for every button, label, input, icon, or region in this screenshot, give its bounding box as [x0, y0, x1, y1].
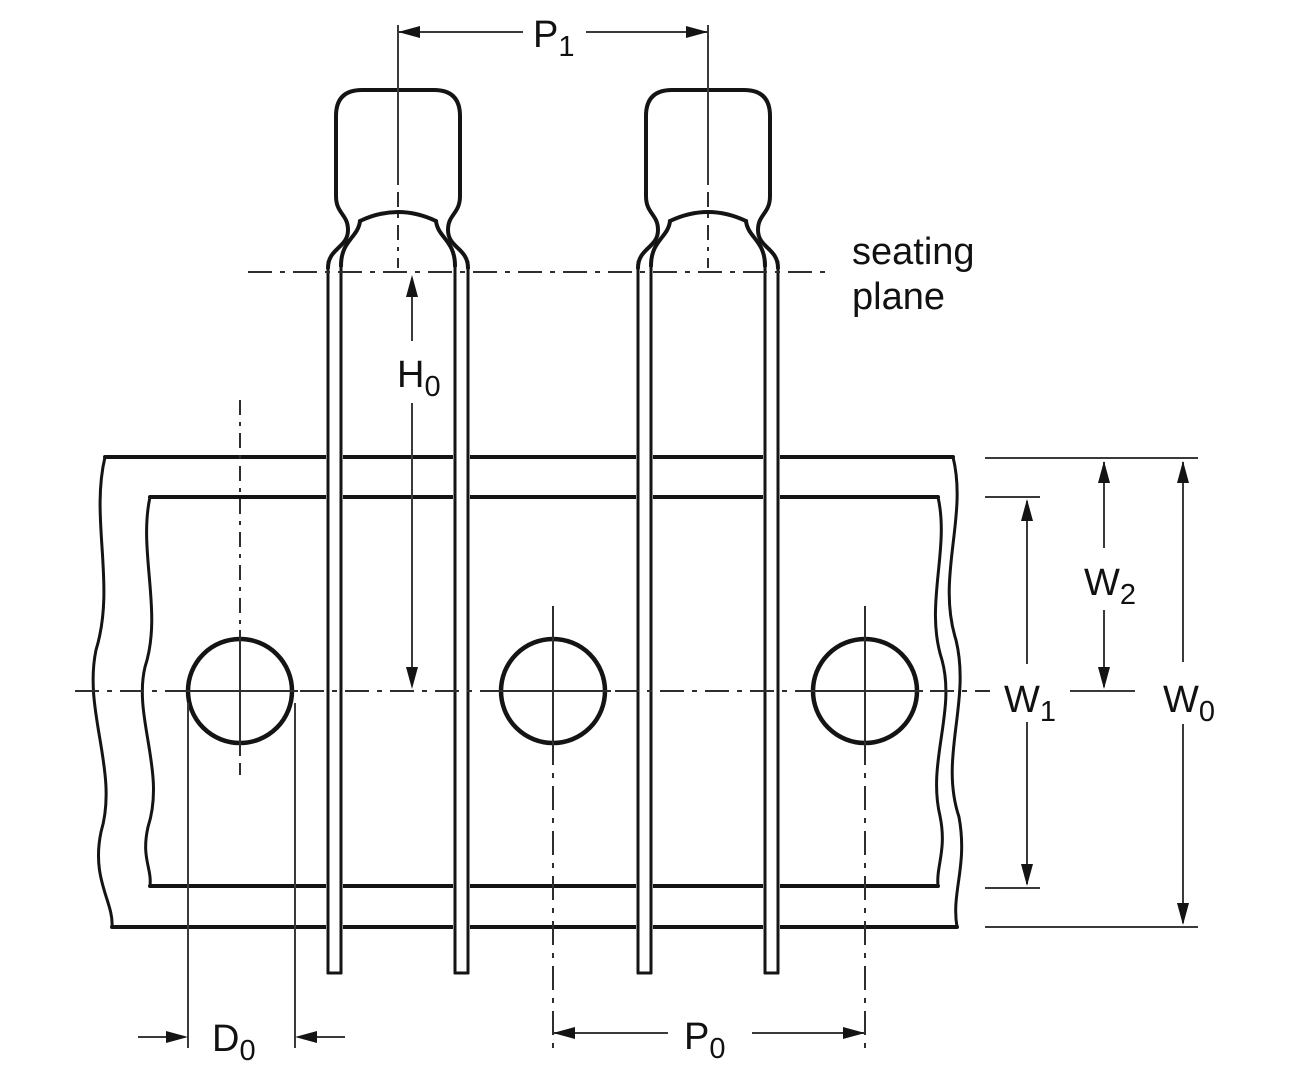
label-w2: W2 [1084, 562, 1136, 611]
tape-inner-left-torn-edge [140, 495, 155, 888]
label-w0: W0 [1163, 679, 1215, 728]
dimension-h0 [406, 275, 418, 689]
body-crimp-inner-right [434, 219, 457, 268]
arrowhead-left [553, 1027, 575, 1039]
label-w1: W1 [1004, 679, 1056, 728]
body-bottom-arch [668, 210, 748, 223]
arrowhead-down [1098, 667, 1110, 689]
label-seating-plane-line2: plane [852, 276, 945, 318]
dimension-w2 [985, 457, 1198, 692]
arrowhead-right [166, 1031, 188, 1043]
lead-mask [636, 260, 653, 972]
label-seating-plane-line1: seating [852, 231, 975, 273]
dimension-labels: P1 H0 W2 W1 W0 D0 P0 seating plane [212, 14, 1215, 1067]
arrowhead-up [406, 275, 418, 297]
label-p0: P0 [684, 1016, 726, 1065]
arrowhead-down [406, 667, 418, 689]
tape-outer-band [91, 455, 964, 929]
tape-outer-right-torn-edge [947, 455, 964, 929]
component-leads [326, 260, 780, 975]
arrowhead-down [1177, 903, 1189, 925]
centerlines [75, 192, 990, 1048]
arrowhead-right [843, 1027, 865, 1039]
arrowhead-left [295, 1031, 317, 1043]
arrowhead-down [1021, 864, 1033, 886]
body-crimp-inner-right [744, 219, 767, 268]
body-crimp-inner-left [649, 219, 672, 268]
dimension-w1 [985, 496, 1040, 889]
body-bottom-arch [358, 210, 438, 223]
body-crimp-inner-left [339, 219, 362, 268]
arrowhead-left [398, 26, 420, 38]
dimension-p0 [553, 1027, 865, 1039]
lead-mask [326, 260, 343, 972]
tape-inner-right-torn-edge [933, 495, 948, 888]
dimension-d0 [138, 703, 345, 1048]
arrowhead-up [1098, 461, 1110, 483]
dimension-p1 [397, 25, 709, 185]
arrowhead-right [686, 26, 708, 38]
arrowhead-up [1021, 499, 1033, 521]
label-h0: H0 [397, 354, 441, 403]
lead-mask [763, 260, 780, 972]
tape-inner-band [140, 495, 948, 888]
lead-mask [453, 260, 470, 972]
arrowhead-up [1177, 461, 1189, 483]
dimension-w0 [985, 461, 1198, 928]
tape-outer-left-torn-edge [91, 455, 114, 929]
label-d0: D0 [212, 1018, 256, 1067]
label-p1: P1 [533, 14, 575, 63]
